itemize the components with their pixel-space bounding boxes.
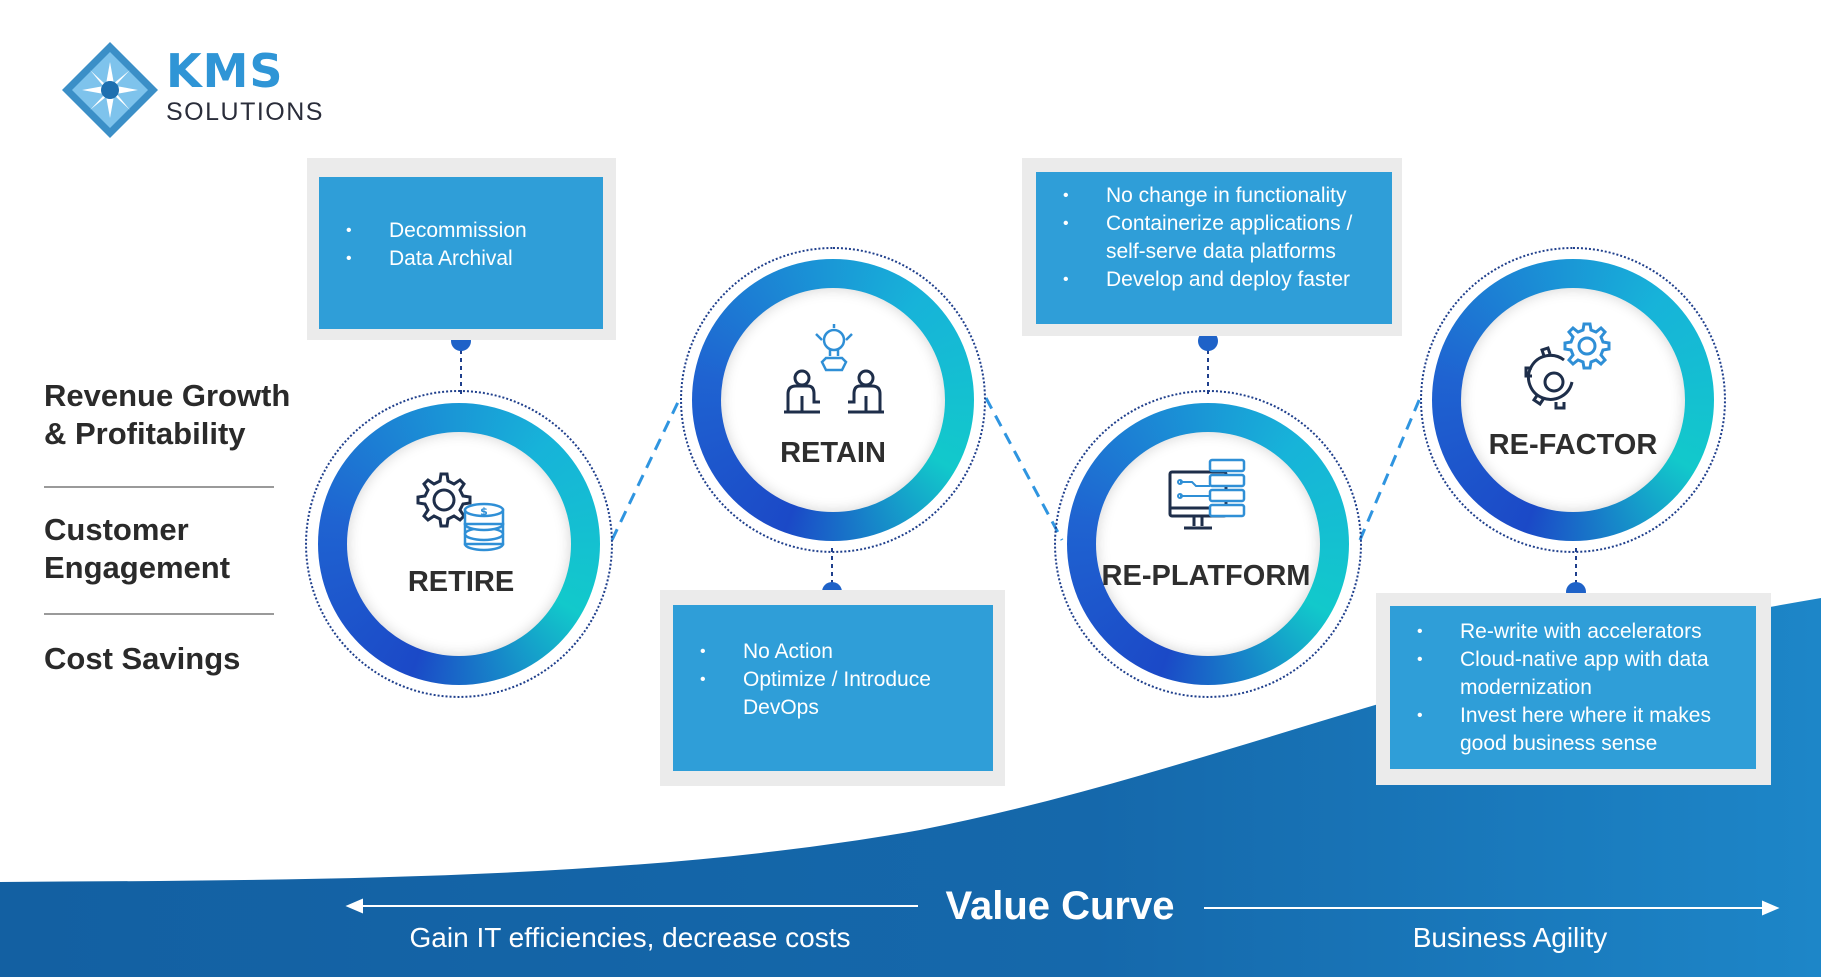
benefit-customer-engagement: Customer Engagement <box>44 512 231 585</box>
retain-point: No Action <box>673 638 993 666</box>
monitor-server-icon <box>1168 458 1246 530</box>
refactor-circle-outline <box>1420 247 1726 553</box>
retain-points: No Action Optimize / Introduce DevOps <box>673 638 993 722</box>
retire-title: RETIRE <box>407 566 515 598</box>
retain-info-box: No Action Optimize / Introduce DevOps <box>673 605 993 771</box>
replatform-circle-outline <box>1054 390 1362 698</box>
connector-dots <box>451 331 1586 602</box>
value-curve-left-caption: Gain IT efficiencies, decrease costs <box>409 922 851 953</box>
svg-text:$: $ <box>480 505 488 518</box>
retire-circle-center <box>347 432 571 656</box>
stage-connectors <box>610 397 1422 541</box>
replatform-title: RE-PLATFORM <box>1101 560 1311 592</box>
value-curve-wave <box>0 598 1821 977</box>
logo-wordmark: KMS <box>166 44 284 98</box>
replatform-points: No change in functionality Containerize … <box>1036 182 1392 294</box>
retain-circle-outline <box>680 247 986 553</box>
value-curve-right-caption: Business Agility <box>1412 922 1608 953</box>
refactor-point: Re-write with accelerators <box>1390 618 1756 646</box>
retain-title: RETAIN <box>780 437 886 469</box>
team-idea-icon <box>784 324 884 414</box>
benefit-revenue-growth: Revenue Growth & Profitability <box>44 378 291 451</box>
value-curve-title: Value Curve <box>945 884 1175 928</box>
sunburst-logo-icon <box>62 42 158 138</box>
retire-point: Decommission <box>319 217 603 245</box>
kms-logo: KMS SOLUTIONS <box>60 40 340 140</box>
retire-info-box: Decommission Data Archival <box>319 177 603 329</box>
benefit-divider <box>44 486 274 488</box>
replatform-point: Containerize applications / self-serve d… <box>1036 210 1392 266</box>
replatform-info-box: No change in functionality Containerize … <box>1036 172 1392 324</box>
refactor-circle-center <box>1461 288 1685 512</box>
benefit-cost-savings: Cost Savings <box>44 641 241 676</box>
box-connectors <box>460 350 1577 586</box>
retain-point: Optimize / Introduce DevOps <box>673 666 993 722</box>
refactor-info-box: Re-write with accelerators Cloud-native … <box>1390 606 1756 769</box>
logo-subtitle: SOLUTIONS <box>166 98 324 126</box>
refactor-point: Cloud-native app with data modernization <box>1390 646 1756 702</box>
retire-points: Decommission Data Archival <box>319 217 603 273</box>
refactor-title: RE-FACTOR <box>1488 429 1658 461</box>
gears-icon <box>1524 322 1611 410</box>
retire-point: Data Archival <box>319 245 603 273</box>
replatform-point: Develop and deploy faster <box>1036 266 1392 294</box>
refactor-point: Invest here where it makes good business… <box>1390 702 1756 758</box>
benefit-divider <box>44 613 274 615</box>
replatform-circle-center <box>1096 432 1320 656</box>
retire-circle-outline <box>305 390 613 698</box>
gear-database-icon: $ <box>416 472 505 552</box>
value-curve-arrows <box>345 898 1780 916</box>
replatform-point: No change in functionality <box>1036 182 1392 210</box>
refactor-points: Re-write with accelerators Cloud-native … <box>1390 618 1756 758</box>
